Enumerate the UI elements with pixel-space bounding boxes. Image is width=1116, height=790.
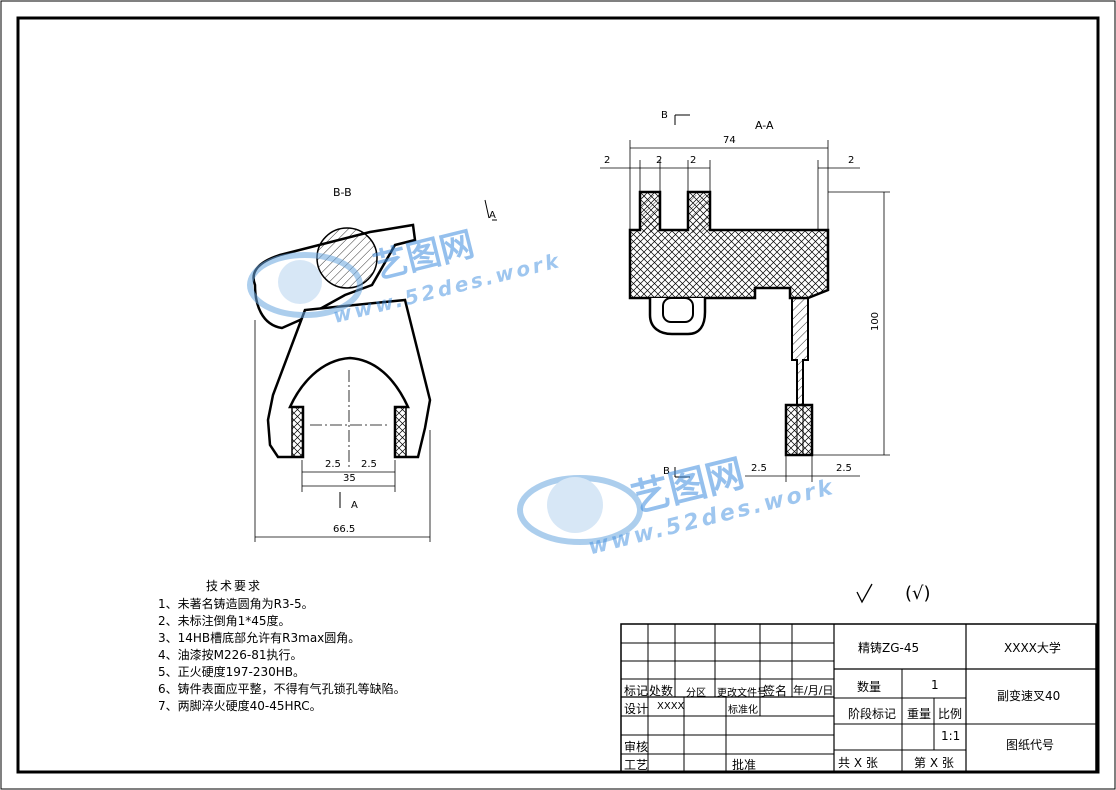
dim-left-2-5-b: 2.5 <box>361 459 377 470</box>
title-block <box>620 623 1097 773</box>
aa-leg <box>791 297 809 406</box>
roughness-symbol <box>856 583 873 604</box>
tb-school: XXXX大学 <box>1004 641 1061 655</box>
tech-req-item: 2、未标注倒角1*45度。 <box>158 614 291 628</box>
tech-req-title: 技术要求 <box>206 579 263 593</box>
tb-row-zone: 分区 <box>686 688 706 699</box>
section-marker-a-bottom: A <box>351 500 358 511</box>
tb-row-count: 处数 <box>649 684 674 698</box>
tb-weight-label: 重量 <box>907 707 932 721</box>
tb-design-label: 设计 <box>624 702 649 716</box>
dim-left-2-5-a: 2.5 <box>325 459 341 470</box>
dim-right-2-g1: 2 <box>656 155 663 166</box>
tb-qty-value: 1 <box>931 678 939 692</box>
view-a-a <box>600 114 890 482</box>
section-marker-b-bottom: B <box>663 466 670 477</box>
dim-right-2-5-right: 2.5 <box>836 463 852 474</box>
tb-scale-label: 比例 <box>938 707 963 721</box>
tb-approve-label: 批准 <box>732 758 757 772</box>
tb-drawing-no-label: 图纸代号 <box>1006 738 1055 752</box>
dim-left-66-5: 66.5 <box>333 524 356 535</box>
dim-left-35: 35 <box>343 473 356 484</box>
tech-req-item: 1、未著名铸造圆角为R3-5。 <box>158 597 314 611</box>
fork-pad-left <box>291 406 304 458</box>
tb-review-label: 审核 <box>624 740 649 754</box>
tech-req-item: 4、油漆按M226-81执行。 <box>158 648 303 662</box>
tech-req-item: 7、两脚淬火硬度40-45HRC。 <box>158 699 322 713</box>
surface-roughness-text: (√) <box>905 583 931 604</box>
dim-right-74: 74 <box>723 135 736 146</box>
aa-main-section <box>628 190 830 300</box>
tb-sheet-no: 第 X 张 <box>914 756 954 770</box>
tb-row-docno: 更改文件号 <box>717 688 767 699</box>
inner-frame <box>16 16 1100 774</box>
tb-design-name: XXXX <box>657 701 685 712</box>
tb-part-name: 副变速叉40 <box>997 689 1061 703</box>
aa-foot <box>784 403 814 457</box>
tb-row-date: 年/月/日 <box>793 684 834 697</box>
fork-pad-right <box>394 406 407 458</box>
dim-right-2-left: 2 <box>604 155 611 166</box>
tb-row-sign: 签名 <box>763 684 788 698</box>
tech-req-item: 6、铸件表面应平整，不得有气孔锁孔等缺陷。 <box>158 682 406 696</box>
tb-qty-label: 数量 <box>857 680 882 694</box>
dim-right-100: 100 <box>870 311 882 332</box>
watermark-logo <box>247 252 643 545</box>
tb-scale-value: 1:1 <box>941 729 961 743</box>
section-title-bb: B-B <box>333 186 352 199</box>
tb-process-label: 工艺 <box>624 758 649 772</box>
section-marker-b-top: B <box>661 110 668 121</box>
tb-standard-label: 标准化 <box>728 705 758 716</box>
section-title-aa: A-A <box>755 119 774 132</box>
section-marker-a-top: A <box>489 210 496 221</box>
tech-req-item: 5、正火硬度197-230HB。 <box>158 665 306 679</box>
tb-sheets-total: 共 X 张 <box>838 756 878 770</box>
tb-stage-label: 阶段标记 <box>848 707 897 721</box>
dim-right-2-g2: 2 <box>690 155 697 166</box>
dim-right-2-5-left: 2.5 <box>751 463 767 474</box>
dim-right-2-right: 2 <box>848 155 855 166</box>
tb-material: 精铸ZG-45 <box>858 641 920 655</box>
tb-row-mark: 标记 <box>624 684 649 698</box>
tech-req-item: 3、14HB槽底部允许有R3max圆角。 <box>158 631 361 645</box>
